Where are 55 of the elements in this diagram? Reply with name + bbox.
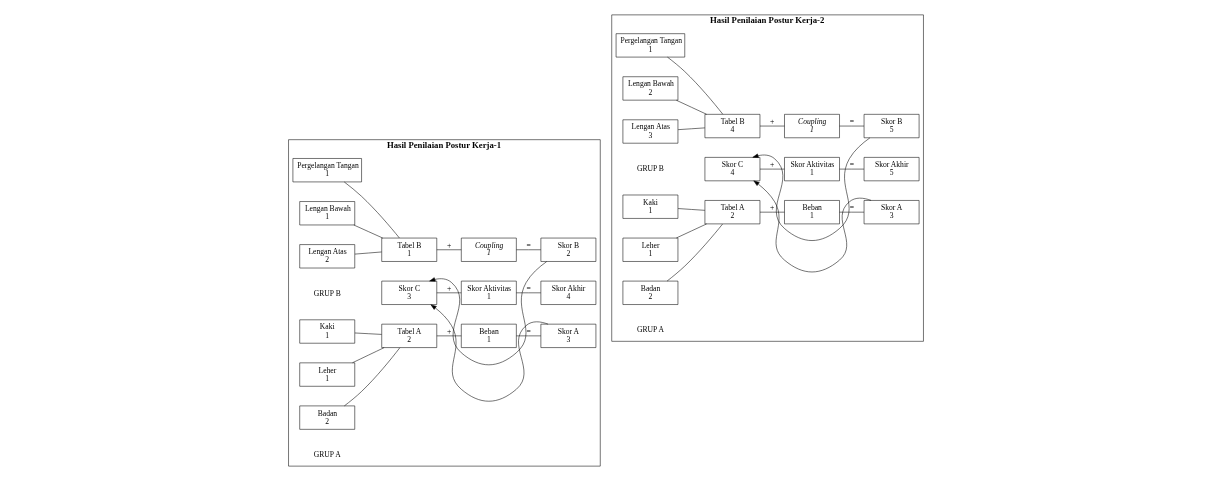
node-box: Tabel B 1 xyxy=(381,237,438,262)
edge-label: + xyxy=(446,283,452,293)
node-box: Leher 1 xyxy=(299,362,356,387)
connector xyxy=(839,211,865,213)
node-box: Pergelangan Tangan 1 xyxy=(615,33,685,58)
node-box: Leher 1 xyxy=(622,237,679,262)
node-box: Lengan Atas 3 xyxy=(622,119,679,144)
edge-label: + xyxy=(770,203,775,213)
edge-label: = xyxy=(526,240,531,250)
node-box: Badan 2 xyxy=(299,405,356,430)
node-box: Tabel A 2 xyxy=(381,323,438,348)
node-box: Kaki 1 xyxy=(299,319,356,344)
node-box: Skor Aktivitas 1 xyxy=(461,280,517,305)
connector xyxy=(759,211,785,213)
edge-label: = xyxy=(849,116,854,126)
node-box: Beban 1 xyxy=(461,323,517,348)
arrow xyxy=(429,261,547,366)
node-box: Skor A 3 xyxy=(540,323,597,348)
label: GRUP A xyxy=(636,325,664,335)
node-box: Badan 2 xyxy=(622,280,679,305)
label: GRUP B xyxy=(313,288,341,298)
arrow xyxy=(430,304,549,402)
node-box: Skor B 5 xyxy=(863,114,920,139)
node-box: Skor C 3 xyxy=(381,280,438,305)
connector xyxy=(436,292,462,294)
node-box: Skor C 4 xyxy=(704,157,761,182)
edge-label: = xyxy=(849,160,854,170)
node-box: Skor A 3 xyxy=(863,200,920,225)
node-box: Skor Akhir 4 xyxy=(540,280,597,305)
connector xyxy=(516,335,542,337)
edge-label: + xyxy=(446,326,452,336)
node-box: Beban 1 xyxy=(784,200,840,225)
node-box: Skor Akhir 5 xyxy=(863,157,920,182)
node-box: Coupling 1 xyxy=(784,114,840,139)
node-box: Skor B 2 xyxy=(540,237,597,262)
node-box: Kaki 1 xyxy=(622,194,679,219)
node-box: Skor Aktivitas 1 xyxy=(784,157,840,182)
node-box: Lengan Bawah 1 xyxy=(299,201,356,226)
edge-label: + xyxy=(770,160,775,170)
node-box: Lengan Atas 2 xyxy=(299,244,356,269)
label: GRUP B xyxy=(636,164,664,174)
node-box: Pergelangan Tangan 1 xyxy=(292,158,362,183)
node-box: Lengan Bawah 2 xyxy=(622,76,679,101)
connector xyxy=(352,347,385,363)
arrow xyxy=(753,180,872,273)
label: GRUP A xyxy=(313,450,341,460)
edge-label: + xyxy=(770,116,775,126)
node-box: Tabel B 4 xyxy=(704,114,761,139)
edge-label: + xyxy=(446,240,452,250)
edge-label: = xyxy=(849,203,854,213)
node-box: Tabel A 2 xyxy=(704,200,761,225)
edge-label: = xyxy=(526,283,531,293)
arrow xyxy=(752,137,871,241)
edge-label: = xyxy=(526,326,531,336)
node-box: Coupling 1 xyxy=(461,237,517,262)
